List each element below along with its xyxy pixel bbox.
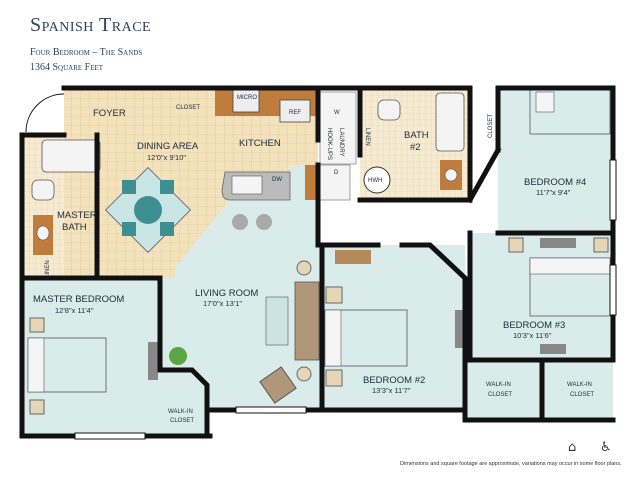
disclaimer-text: Dimensions and square footage are approx… <box>400 461 622 467</box>
label-linen-master: LINEN <box>45 260 51 278</box>
label-bed4-dim: 11'7"x 9'4" <box>536 188 571 197</box>
label-bed4: BEDROOM #4 <box>524 177 586 188</box>
living-room-floor <box>175 165 322 408</box>
label-master-bed-dim: 12'8"x 11'4" <box>55 306 94 315</box>
label-hookups: HOOK-UPS <box>326 128 332 160</box>
label-walkin-master: WALK-IN <box>168 409 193 415</box>
plan-subtitle: Four Bedroom – The Sands <box>30 47 143 58</box>
label-master-bath-2: BATH <box>62 222 87 233</box>
label-master-bed: MASTER BEDROOM <box>33 294 124 305</box>
label-kitchen: KITCHEN <box>239 138 281 149</box>
label-walkin-a-2: CLOSET <box>488 392 512 398</box>
walls <box>19 85 616 439</box>
label-walkin-b: WALK-IN <box>567 382 592 388</box>
label-master-bath: MASTER <box>57 210 97 221</box>
label-dishwasher: DW <box>272 177 282 183</box>
label-micro: MICRO <box>237 95 257 101</box>
room-labels: FOYER DINING AREA 12'0"x 9'10" KITCHEN L… <box>33 95 594 424</box>
dining-table <box>105 167 191 253</box>
equal-housing-icon: ⌂ <box>568 440 577 455</box>
label-foyer: FOYER <box>93 108 126 119</box>
label-hwh: HWH <box>368 178 382 184</box>
accessibility-icon: ♿ <box>600 440 612 455</box>
kitchen-counters <box>215 89 318 230</box>
windows <box>74 159 617 440</box>
furniture <box>27 87 611 415</box>
label-walkin-master-2: CLOSET <box>170 418 194 424</box>
label-bed2-dim: 13'3"x 11'7" <box>372 386 411 395</box>
label-bath2: BATH <box>404 130 429 141</box>
label-bed2: BEDROOM #2 <box>363 375 425 386</box>
label-walkin-a: WALK-IN <box>486 382 511 388</box>
plan-title: Spanish Trace <box>30 14 152 36</box>
entry-door <box>25 93 65 133</box>
label-washer: W <box>334 110 340 116</box>
label-dryer: D <box>334 170 339 176</box>
label-bed3-dim: 10'3"x 11'6" <box>513 331 552 340</box>
walkin-closet-master-floor <box>160 370 207 436</box>
label-linen-hall: LINEN <box>364 128 370 146</box>
bath-fixtures <box>31 92 465 255</box>
label-laundry: LAUNDRY <box>338 128 344 157</box>
label-bed3: BEDROOM #3 <box>503 320 565 331</box>
label-ref: REF <box>289 110 301 116</box>
label-closet-bed4: CLOSET <box>488 114 494 138</box>
label-living: LIVING ROOM <box>195 288 258 299</box>
walkin-closet-a-floor <box>465 360 542 420</box>
label-walkin-b-2: CLOSET <box>570 392 594 398</box>
label-bath2-num: #2 <box>410 142 421 153</box>
label-living-dim: 17'0"x 13'1" <box>203 299 242 308</box>
walkin-closet-b-floor <box>542 360 613 420</box>
square-footage: 1364 Square Feet <box>30 62 104 73</box>
label-dining-dim: 12'0"x 9'10" <box>147 153 186 162</box>
label-closet-foyer: CLOSET <box>176 105 200 111</box>
label-dining: DINING AREA <box>137 141 199 152</box>
laundry-area <box>319 91 391 201</box>
